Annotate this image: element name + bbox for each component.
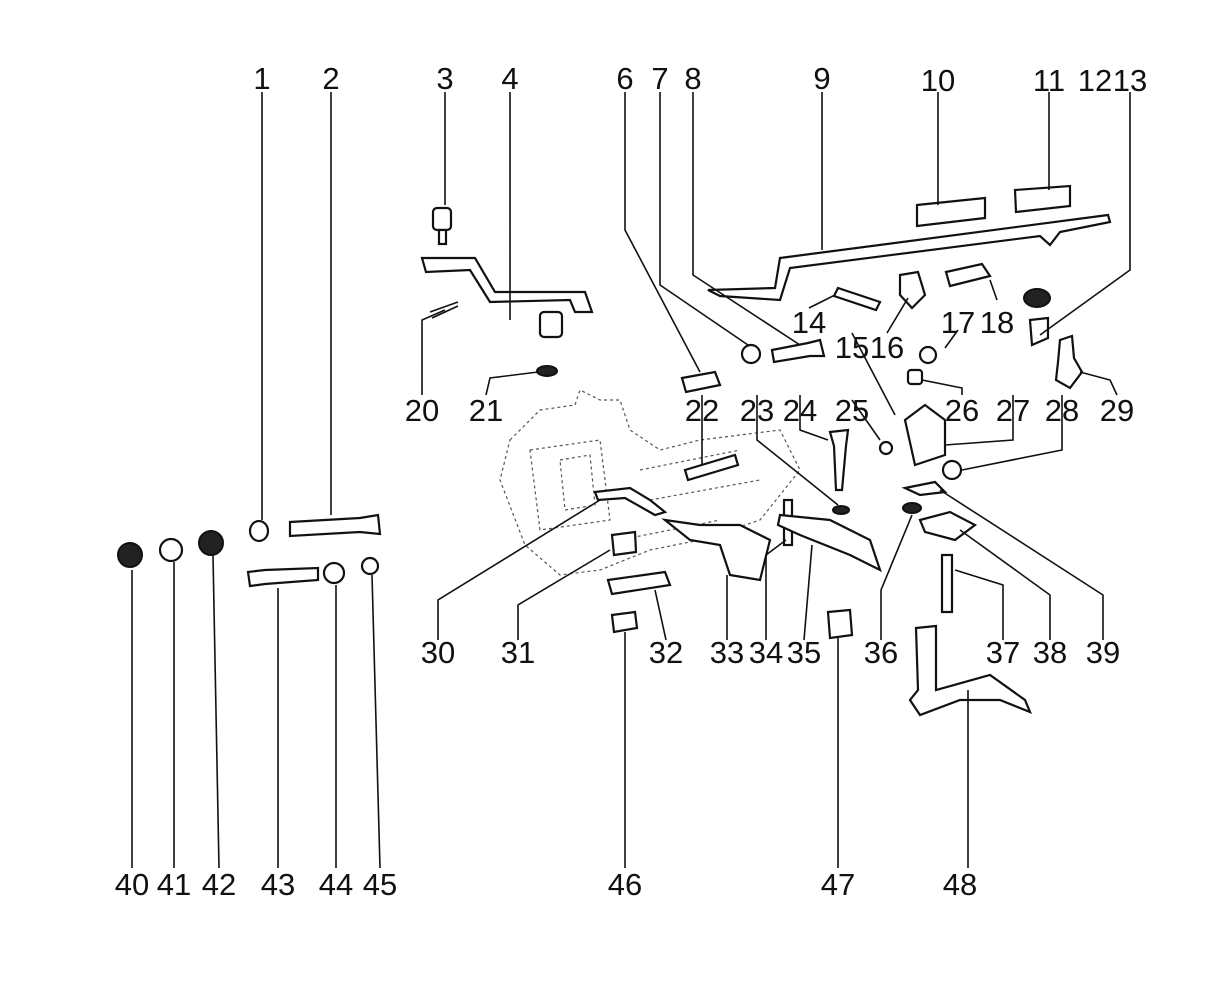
part-11-plate [1013, 184, 1072, 214]
part-label-12: 12 [1078, 63, 1112, 98]
part-label-7: 7 [651, 61, 668, 96]
part-label-16: 16 [870, 330, 904, 365]
part-27-cam [903, 403, 947, 467]
part-18-link [944, 262, 992, 288]
leader-lines [131, 92, 1131, 869]
part-label-2: 2 [322, 61, 339, 96]
part-label-43: 43 [261, 867, 295, 902]
part-39-clip [901, 480, 948, 497]
part-13-bolt [1028, 316, 1050, 347]
part-1-washer [248, 519, 270, 543]
part-2-bolt [288, 513, 382, 538]
part-38-plate [918, 510, 978, 542]
part-22-spring [683, 453, 740, 482]
part-label-11: 11 [1033, 63, 1065, 98]
part-label-28: 28 [1045, 393, 1079, 428]
part-8-bolt [770, 338, 826, 364]
part-label-22: 22 [685, 393, 719, 428]
part-26-screw [906, 368, 924, 386]
part-24-pin [828, 428, 850, 492]
part-46-bolt [610, 610, 639, 634]
part-48-shaft-lever [908, 624, 1033, 717]
part-label-27: 27 [996, 393, 1030, 428]
part-label-1: 1 [253, 61, 270, 96]
part-29-bolt [1054, 334, 1084, 390]
part-label-23: 23 [740, 393, 774, 428]
part-label-10: 10 [921, 63, 955, 98]
part-label-14: 14 [792, 305, 826, 340]
part-21-washer [536, 365, 558, 377]
part-14-spring [832, 286, 882, 312]
part-label-3: 3 [436, 61, 453, 96]
part-label-35: 35 [787, 635, 821, 670]
part-37-stud [940, 553, 954, 614]
part-label-29: 29 [1100, 393, 1134, 428]
part-label-42: 42 [202, 867, 236, 902]
part-label-39: 39 [1086, 635, 1120, 670]
part-label-25: 25 [835, 393, 869, 428]
part-32-link [606, 570, 672, 596]
part-label-18: 18 [980, 305, 1014, 340]
part-40-nut [117, 542, 143, 568]
part-label-37: 37 [986, 635, 1020, 670]
part-45-washer [360, 556, 380, 576]
part-label-40: 40 [115, 867, 149, 902]
part-label-4: 4 [501, 61, 518, 96]
part-35-fork [776, 513, 882, 573]
part-41-washer [158, 537, 184, 563]
part-23-washer [832, 505, 850, 515]
part-33-arm [661, 518, 772, 582]
part-label-47: 47 [821, 867, 855, 902]
part-42-nut [198, 530, 224, 556]
part-label-26: 26 [945, 393, 979, 428]
part-label-34: 34 [749, 635, 783, 670]
part-label-38: 38 [1033, 635, 1067, 670]
part-label-20: 20 [405, 393, 439, 428]
part-30-lever [593, 486, 668, 517]
housing [499, 389, 801, 576]
part-44-washer [322, 561, 346, 585]
part-label-30: 30 [421, 635, 455, 670]
part-label-24: 24 [783, 393, 817, 428]
part-47-bolt [826, 608, 854, 640]
part-12-nut [1023, 288, 1051, 308]
part-label-9: 9 [813, 61, 830, 96]
part-6-stud [680, 370, 722, 394]
part-label-13: 13 [1113, 63, 1147, 98]
parts [117, 184, 1112, 717]
part-label-46: 46 [608, 867, 642, 902]
part-10-plate [915, 196, 987, 228]
part-label-32: 32 [649, 635, 683, 670]
part-16-lever [898, 270, 927, 310]
part-label-8: 8 [684, 61, 701, 96]
part-36-washer [902, 502, 922, 514]
part-label-21: 21 [469, 393, 503, 428]
part-label-45: 45 [363, 867, 397, 902]
part-label-48: 48 [943, 867, 977, 902]
part-label-31: 31 [501, 635, 535, 670]
part-label-6: 6 [616, 61, 633, 96]
part-17-nut [918, 345, 938, 365]
part-label-15: 15 [835, 330, 869, 365]
part-25-screw [878, 440, 894, 456]
part-label-36: 36 [864, 635, 898, 670]
part-31-bushing [610, 530, 638, 557]
part-20-cotter-pin [429, 301, 459, 319]
part-label-41: 41 [157, 867, 191, 902]
part-43-bolt [246, 566, 320, 588]
part-3-pin [431, 206, 453, 232]
part-label-44: 44 [319, 867, 353, 902]
part-28-nut [941, 459, 963, 481]
part-label-17: 17 [941, 305, 975, 340]
part-7-nut [740, 343, 762, 365]
part-label-33: 33 [710, 635, 744, 670]
part-4-bracket [420, 256, 594, 314]
part-9-rod [707, 213, 1112, 302]
